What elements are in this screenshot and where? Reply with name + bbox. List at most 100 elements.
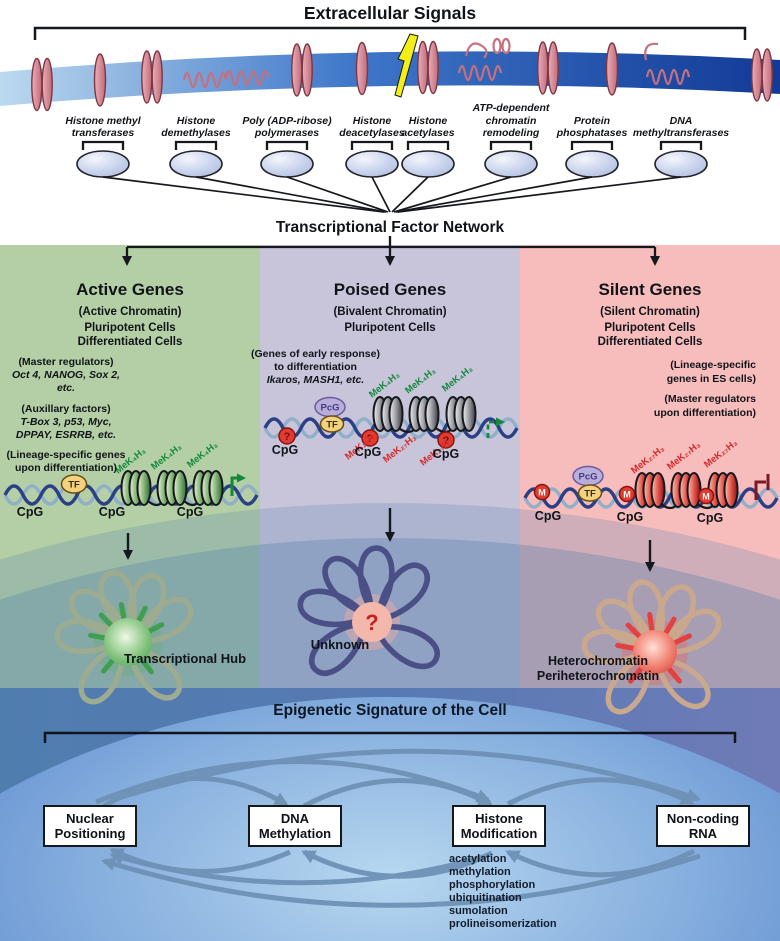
- silent-genes-title: Silent Genes: [598, 280, 702, 299]
- unknown-question-mark: ?: [365, 610, 378, 635]
- box-line: Methylation: [258, 826, 332, 841]
- cpg-label: CpG: [99, 505, 125, 519]
- enzyme-line: polymerases: [254, 127, 320, 140]
- transcriptional-hub-graphic: [55, 570, 197, 708]
- cpg-label: CpG: [697, 511, 723, 525]
- membrane-receptor-ovals: [31, 40, 773, 112]
- tf-oval: [319, 415, 345, 433]
- master-regulators-label: (Master regulators): [18, 356, 114, 368]
- epigenetic-signature-title: Epigenetic Signature of the Cell: [273, 702, 507, 719]
- dna-methylation-marks: M M M: [533, 483, 715, 505]
- cpg-label: CpG: [433, 447, 459, 461]
- silent-chromatin-state: (Silent Chromatin): [600, 306, 700, 318]
- tf-oval: [577, 484, 603, 502]
- box-line: Positioning: [54, 826, 126, 841]
- early-response-line-1: (Genes of early response): [251, 348, 380, 360]
- early-response-genes: Ikaros, MASH1, etc.: [266, 374, 365, 387]
- enzyme-line: ATP-dependent: [472, 102, 550, 115]
- tf-label: TF: [68, 480, 80, 491]
- repressed-transcription-tbar: [754, 474, 770, 500]
- enzyme-line: Protein: [573, 114, 611, 127]
- modification-item: sumolation: [449, 904, 508, 917]
- methyl-m: M: [702, 492, 710, 502]
- lineage-specific-line-1: (Lineage-specific genes: [6, 449, 126, 462]
- tf-oval: [60, 474, 88, 494]
- modification-item: methylation: [449, 865, 511, 878]
- extracellular-bracket: [33, 26, 747, 40]
- poised-annotations: (Genes of early response) to differentia…: [238, 348, 393, 388]
- panel-to-hub-arrows: [123, 508, 655, 572]
- pcg-label: PcG: [578, 472, 597, 483]
- enzyme-line: Histone: [352, 114, 392, 127]
- enzyme-line: chromatin: [485, 114, 537, 127]
- modification-item: phosphorylation: [449, 878, 536, 891]
- enzyme-label-hat: Histone acetylases: [373, 98, 483, 140]
- poised-cells-1: Pluripotent Cells: [344, 322, 436, 334]
- serpentine-receptor-icons: [182, 37, 691, 89]
- master-upon-diff-line-1: (Master regulators: [664, 393, 756, 405]
- enzyme-line: Histone: [408, 114, 448, 127]
- box-line: Non-coding: [666, 811, 740, 826]
- es-lineage-line-1: (Lineage-specific: [670, 359, 756, 371]
- modification-item: acetylation: [449, 853, 507, 865]
- enzyme-label-hdac: Histone deacetylases: [317, 98, 427, 140]
- active-chromatin-state: (Active Chromatin): [78, 306, 182, 318]
- cpg-label: CpG: [17, 505, 43, 519]
- transcriptional-hub-label: Transcriptional Hub: [123, 651, 247, 666]
- enzyme-label-phosphatase: Protein phosphatases: [537, 98, 647, 140]
- cpg-label: CpG: [177, 505, 203, 519]
- box-line: DNA: [280, 811, 310, 826]
- unknown-hub-label: Unknown: [310, 637, 370, 652]
- auxillary-genes-1: T-Box 3, p53, Myc,: [20, 415, 112, 428]
- network-branch-arrows: [122, 236, 660, 266]
- convergence-lines: [102, 176, 682, 213]
- poised-genes-title: Poised Genes: [333, 280, 447, 299]
- early-response-line-2: to differentiation: [274, 361, 357, 374]
- tf-label: TF: [584, 489, 596, 500]
- box-line: Modification: [460, 826, 538, 841]
- heterochromatin-hub-graphic: [582, 580, 725, 718]
- silent-cells-2: Differentiated Cells: [597, 336, 703, 348]
- enzyme-line: Histone: [176, 114, 216, 127]
- cpg-label: CpG: [535, 509, 561, 523]
- transcriptional-factor-network-label: Transcriptional Factor Network: [275, 219, 505, 236]
- histone-modification-list: acetylation methylation phosphorylation …: [449, 853, 557, 930]
- enzyme-line: Poly (ADP-ribose): [242, 114, 332, 127]
- tf-label: TF: [326, 420, 338, 431]
- modification-item: ubiquitination: [449, 891, 522, 904]
- enzyme-line: phosphatases: [556, 127, 628, 140]
- enzyme-line: transferases: [71, 127, 135, 140]
- signature-bracket: [43, 731, 737, 743]
- cpg-label: CpG: [272, 443, 298, 457]
- enzyme-line: deacetylases: [339, 127, 405, 140]
- enzyme-label-hmt: Histone methyl transferases: [48, 98, 158, 140]
- modification-item: prolineisomerization: [449, 917, 557, 930]
- methyl-m: M: [623, 490, 631, 500]
- es-lineage-line-2: genes in ES cells): [666, 372, 756, 385]
- enzyme-label-remodeling: ATP-dependent chromatin remodeling: [456, 98, 566, 140]
- active-transcription-arrow: [230, 473, 246, 496]
- auxillary-genes-2: DPPAY, ESRRB, etc.: [15, 429, 117, 442]
- figure-title: Extracellular Signals: [303, 3, 477, 23]
- enzyme-label-parp: Poly (ADP-ribose) polymerases: [232, 98, 342, 140]
- histone-modification-box: Histone Modification: [452, 805, 546, 847]
- active-genes-title: Active Genes: [76, 280, 184, 299]
- enzyme-line: DNA: [669, 114, 693, 127]
- enzyme-line: acetylases: [401, 127, 455, 140]
- extracellular-background: [0, 0, 780, 245]
- box-line: Nuclear: [66, 811, 114, 826]
- signal-lightning-icon: [394, 33, 419, 98]
- pcg-label: PcG: [320, 403, 339, 414]
- silent-cells-1: Pluripotent Cells: [604, 322, 696, 334]
- heterochromatin-line: Heterochromatin: [547, 654, 649, 668]
- crosstalk-arrows: [95, 748, 701, 908]
- cpg-label: CpG: [355, 445, 381, 459]
- cpg-label: CpG: [617, 510, 643, 524]
- silent-annotations: (Lineage-specific genes in ES cells) (Ma…: [596, 359, 756, 420]
- enzyme-line: remodeling: [482, 127, 540, 140]
- poised-chromatin-state: (Bivalent Chromatin): [333, 306, 447, 318]
- enzyme-line: demethylases: [161, 127, 231, 140]
